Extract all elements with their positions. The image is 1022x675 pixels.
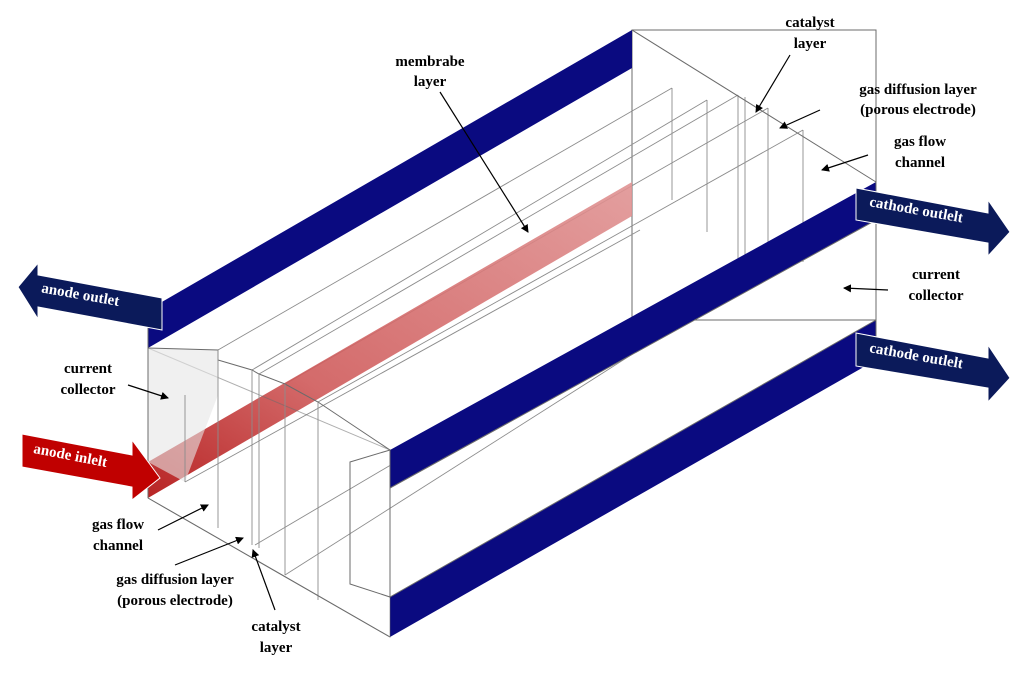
right-lower-collector bbox=[390, 320, 876, 637]
gas-flow-bottom-label-1: gas flow bbox=[92, 517, 144, 533]
membrane-layer-label-1: membrabe bbox=[395, 54, 464, 70]
gas-flow-top-label-2: channel bbox=[895, 155, 945, 171]
catalyst-bottom-label-2: layer bbox=[260, 640, 293, 656]
gas-flow-bottom-label-2: channel bbox=[93, 538, 143, 554]
top-back-collector bbox=[148, 30, 632, 348]
right-collector-face bbox=[389, 219, 877, 598]
gas-flow-top-label-1: gas flow bbox=[894, 134, 946, 150]
gdl-top-label-2: (porous electrode) bbox=[860, 102, 976, 118]
anode-outlet-arrow: anode outlet bbox=[17, 261, 163, 331]
right-upper-collector bbox=[390, 182, 876, 488]
catalyst-top-label-2: layer bbox=[794, 36, 827, 52]
catalyst-top-label-1: catalyst bbox=[785, 15, 834, 31]
current-collector-left-label-2: collector bbox=[61, 382, 116, 398]
gdl-top-label-1: gas diffusion layer bbox=[859, 82, 977, 98]
front-face bbox=[147, 347, 391, 638]
current-collector-left-label-1: current bbox=[64, 361, 112, 377]
membrane-layer bbox=[148, 182, 632, 498]
current-collector-right-label-2: collector bbox=[909, 288, 964, 304]
back-face bbox=[631, 29, 877, 321]
membrane-layer-label-2: layer bbox=[414, 74, 447, 90]
gdl-bottom-label-1: gas diffusion layer bbox=[116, 572, 234, 588]
layer-edges bbox=[184, 87, 804, 576]
labels: membrabe layer catalyst layer gas diffus… bbox=[61, 15, 978, 656]
cathode-outlet-bottom-arrow: cathode outlelt bbox=[855, 332, 1011, 404]
anode-inlet-arrow: anode inlelt bbox=[21, 433, 161, 502]
cathode-outlet-top-arrow: cathode outlelt bbox=[855, 187, 1011, 258]
current-collector-right-label-1: current bbox=[912, 267, 960, 283]
gdl-bottom-label-2: (porous electrode) bbox=[117, 593, 233, 609]
catalyst-bottom-label-1: catalyst bbox=[251, 619, 300, 635]
leader-lines bbox=[127, 54, 889, 611]
